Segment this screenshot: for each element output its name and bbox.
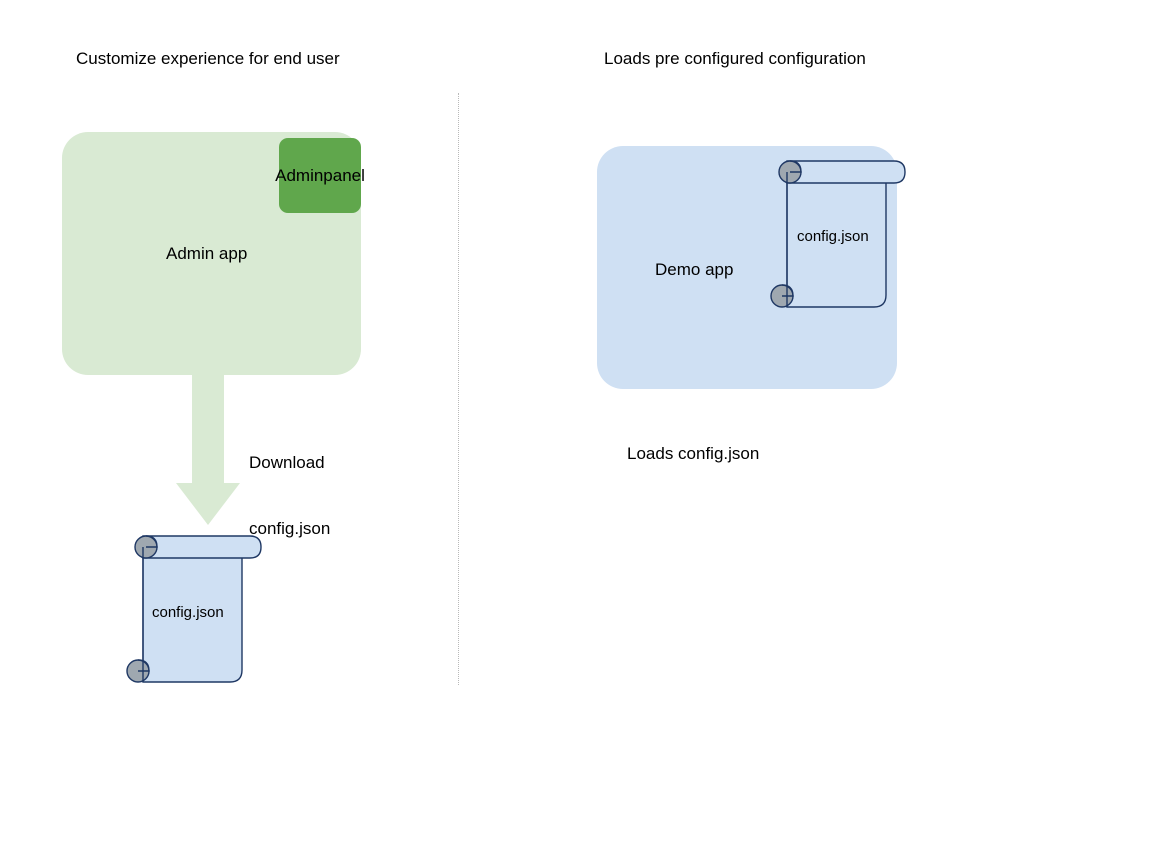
column-divider <box>458 93 459 685</box>
left-column-title: Customize experience for end user <box>76 49 340 68</box>
scroll-left-filename: config.json <box>152 604 224 621</box>
right-column-title: Loads pre configured configuration <box>604 49 866 68</box>
download-arrow-icon <box>176 368 240 525</box>
download-arrow-label: Download config.json <box>249 408 330 584</box>
download-arrow-label-line1: Download <box>249 453 325 472</box>
demo-app-label: Demo app <box>655 260 734 279</box>
scroll-icon[interactable] <box>118 525 270 695</box>
admin-panel-label-line2: panel <box>323 165 365 185</box>
admin-panel-chip[interactable]: Admin panel <box>275 138 365 213</box>
admin-app-label: Admin app <box>166 244 248 263</box>
admin-panel-label-line1: Admin <box>275 165 324 185</box>
scroll-right-filename: config.json <box>797 228 869 245</box>
loads-config-caption: Loads config.json <box>627 444 760 463</box>
scroll-icon[interactable] <box>762 150 914 320</box>
download-arrow-label-line2: config.json <box>249 519 331 538</box>
